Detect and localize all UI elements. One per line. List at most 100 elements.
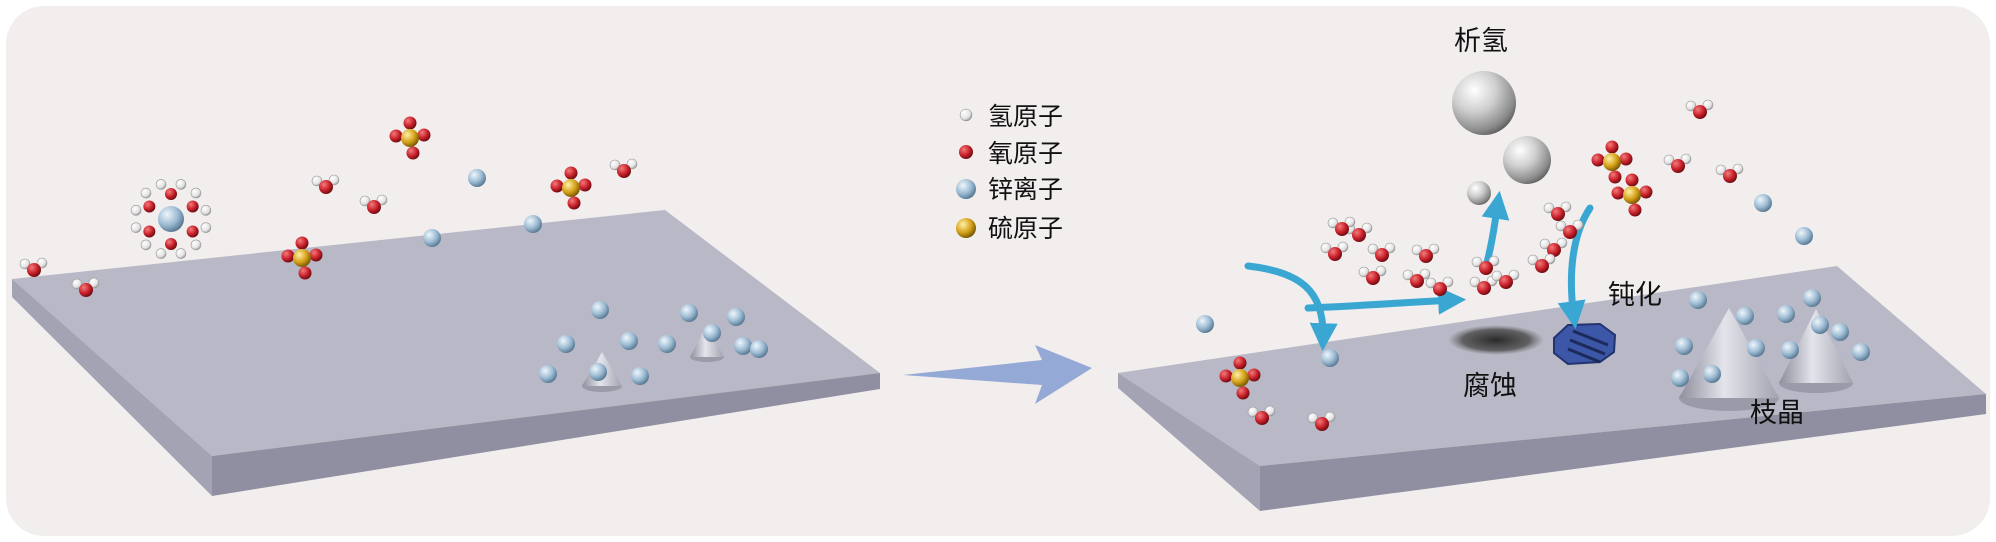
zinc-ion-sphere <box>1831 323 1849 341</box>
oxygen-atom <box>1628 203 1642 217</box>
hydrogen-atom <box>200 205 212 216</box>
oxygen-atom <box>165 188 177 200</box>
oxygen-atom <box>1477 281 1491 295</box>
legend-label-zinc: 锌离子 <box>988 175 1063 204</box>
hydrogen-atom <box>1361 222 1373 234</box>
zinc-ion-sphere <box>1736 307 1754 325</box>
water-molecule <box>1539 237 1568 257</box>
sulfate-ion <box>281 236 323 280</box>
hydrogen-atom <box>328 174 340 186</box>
legend-label-hydrogen: 氢原子 <box>988 102 1063 131</box>
oxygen-atom <box>79 283 93 297</box>
hydrogen-atom <box>1425 277 1437 289</box>
oxygen-atom <box>1619 152 1633 166</box>
hydrogen-atom <box>1320 242 1332 254</box>
oxygen-atom <box>1479 261 1493 275</box>
hydrogen-atom <box>1384 242 1396 254</box>
water-molecule <box>359 194 388 214</box>
zinc-ion-sphere <box>1852 343 1870 361</box>
hydrogen-atom <box>130 222 142 233</box>
zinc-ion-sphere <box>1321 349 1339 367</box>
zinc-plate-left <box>12 210 880 496</box>
hydrogen-atom <box>1680 153 1692 165</box>
transition-arrow <box>903 345 1092 404</box>
oxygen-atom <box>1605 140 1619 154</box>
water-molecule <box>1358 265 1387 285</box>
oxygen-atom <box>27 263 41 277</box>
zinc-ion-sphere <box>734 337 752 355</box>
zinc-ion-sphere <box>524 215 542 233</box>
zinc-ion <box>703 324 721 342</box>
oxygen-atom <box>406 146 420 160</box>
zinc-ion-sphere <box>1795 227 1813 245</box>
sulfur-atom <box>562 179 580 197</box>
dendrite-left-small-2 <box>690 325 724 362</box>
hydrogen-atom <box>1327 217 1339 229</box>
oxygen-atom <box>617 164 631 178</box>
zinc-ion <box>589 363 607 381</box>
sulfate-ion <box>1219 356 1261 400</box>
zinc-ion-sphere <box>1754 194 1772 212</box>
legend-marker-oxygen <box>959 145 973 159</box>
zinc-ion-sphere <box>703 324 721 342</box>
sulfate-ion <box>1611 173 1653 217</box>
oxygen-atom <box>143 200 156 213</box>
oxygen-atom <box>403 116 417 130</box>
oxygen-atom <box>143 225 156 238</box>
hydrogen-bubble-small <box>1467 181 1491 205</box>
hydrogen-atom <box>1491 270 1503 282</box>
zinc-ion <box>1777 305 1795 323</box>
label-passivation: 钝化 <box>1608 280 1662 311</box>
water-molecule <box>1527 253 1556 273</box>
oxygen-atom <box>165 238 177 250</box>
hydrogen-atom <box>140 239 152 251</box>
corrosion-spot <box>1448 325 1544 355</box>
water-molecule <box>1543 201 1572 221</box>
hydrogen-atom <box>140 187 152 199</box>
zinc-ion <box>591 301 609 319</box>
flow-arrow-zinc-deposition <box>1244 262 1338 352</box>
zinc-ion-sphere <box>727 308 745 326</box>
hydrogen-atom <box>1337 241 1349 253</box>
water-molecule <box>1320 241 1349 261</box>
zinc-ion <box>1795 227 1813 245</box>
water-molecule <box>1402 268 1431 288</box>
sulfur-atom <box>1231 369 1249 387</box>
hydrogen-atom <box>1324 411 1336 423</box>
hydrogen-atom <box>1428 243 1440 255</box>
legend-marker-zinc <box>956 179 976 199</box>
hydrogen-atom <box>1572 219 1584 231</box>
flow-arrow-passivation <box>1557 204 1594 330</box>
zinc-ion <box>1321 349 1339 367</box>
zinc-ion <box>734 337 752 355</box>
zinc-ion <box>1703 365 1721 383</box>
oxygen-atom <box>367 200 381 214</box>
hydrogen-atom <box>190 187 202 199</box>
oxygen-atom <box>1410 274 1424 288</box>
legend-marker-sulfur <box>956 218 976 238</box>
hydrogen-atom <box>359 195 371 207</box>
zinc-ion <box>1803 289 1821 307</box>
oxygen-atom <box>417 128 431 142</box>
hydrogen-atom <box>1442 276 1454 288</box>
hydrogen-atom <box>1663 154 1675 166</box>
hydrogen-atom <box>1732 163 1744 175</box>
hydrogen-atom <box>1375 265 1387 277</box>
oxygen-atom <box>1723 169 1737 183</box>
oxygen-atom <box>1563 225 1577 239</box>
legend: 氢原子 氧原子 锌离子 硫原子 <box>956 102 1063 243</box>
zinc-ion <box>1736 307 1754 325</box>
hydrogen-atom <box>19 258 31 270</box>
oxygen-atom <box>1499 275 1513 289</box>
oxygen-atom <box>1419 249 1433 263</box>
flow-arrows <box>1244 190 1594 352</box>
oxygen-atom <box>1671 159 1685 173</box>
zinc-ion <box>1747 339 1765 357</box>
zinc-ion-sphere <box>1196 315 1214 333</box>
hydrogen-atom <box>1560 201 1572 213</box>
hydrogen-atom <box>1307 412 1319 424</box>
zinc-ion-sphere <box>680 304 698 322</box>
hydrogen-atom <box>175 179 187 190</box>
zinc-ion-sphere <box>620 332 638 350</box>
hydrogen-atom <box>1715 164 1727 176</box>
